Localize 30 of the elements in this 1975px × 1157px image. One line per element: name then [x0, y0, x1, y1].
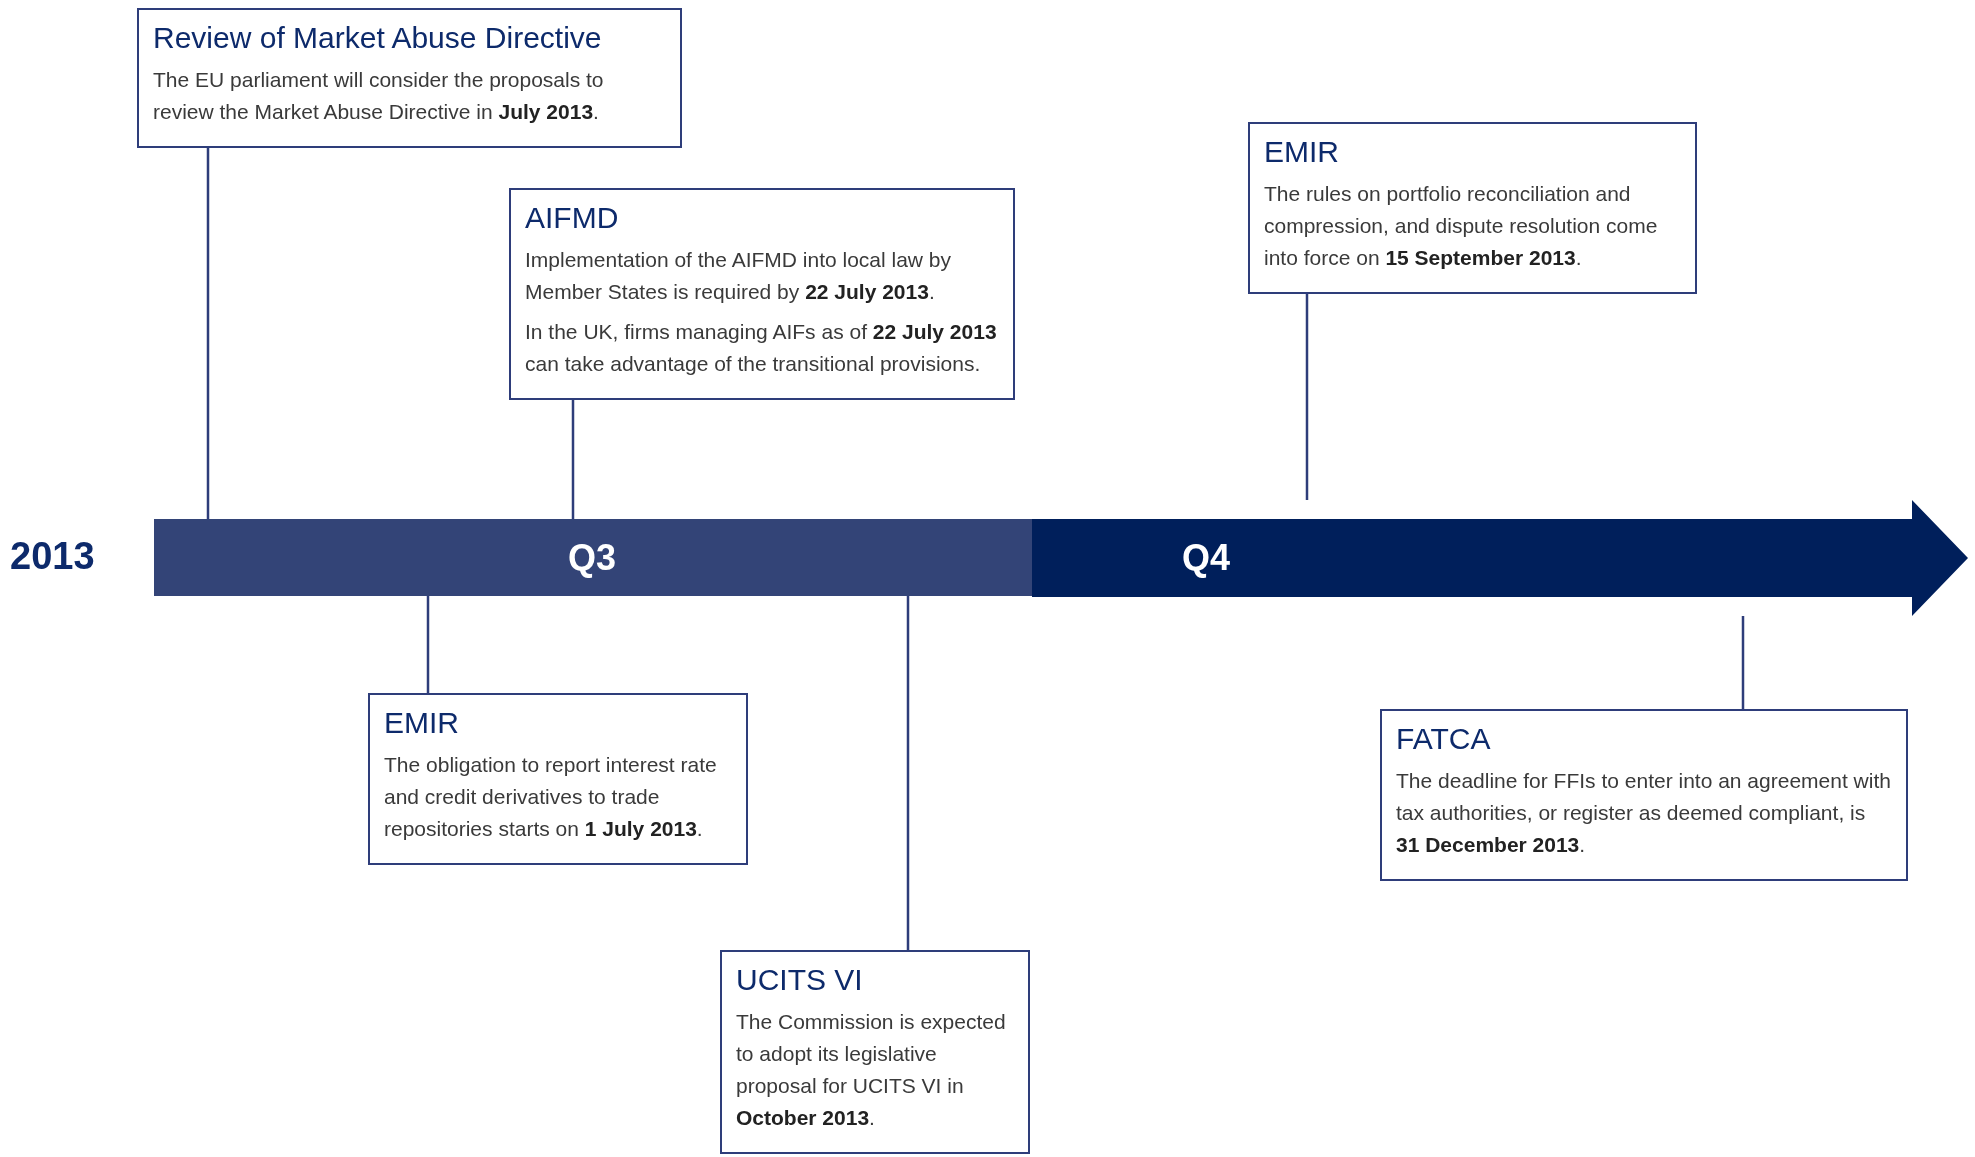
year-label: 2013	[10, 535, 95, 578]
card-text: The Commission is expected to adopt its legislative proposal for UCITS VI in October 2013.	[736, 1009, 1007, 1131]
leader-line	[206, 148, 210, 519]
card-text: The EU parliament will consider the proposals to review the Market Abuse Directive in July 2013.	[153, 67, 605, 125]
event-card	[1248, 122, 1697, 294]
card-heading: AIFMD	[525, 200, 620, 236]
leader-line	[1741, 616, 1745, 709]
card-heading: EMIR	[384, 705, 460, 741]
quarter-label: Q3	[568, 535, 617, 580]
event-card	[720, 950, 1030, 1154]
card-heading: Review of Market Abuse Directive	[153, 20, 603, 56]
timeline-band	[154, 519, 1032, 596]
event-card	[509, 188, 1015, 400]
leader-line	[906, 596, 910, 950]
leader-line	[426, 596, 430, 693]
card-heading: FATCA	[1396, 721, 1492, 757]
event-card	[368, 693, 748, 865]
card-text: Implementation of the AIFMD into local law by Member States is required by 22 July 2013.	[525, 247, 953, 305]
card-text: The deadline for FFIs to enter into an agreement with tax authorities, or register as deemed compliant, is 31 December 2013.	[1396, 768, 1892, 858]
card-heading: UCITS VI	[736, 962, 864, 998]
card-text: The obligation to report interest rate and credit derivatives to trade repositories starts on 1 July 2013.	[384, 752, 718, 842]
card-heading: EMIR	[1264, 134, 1340, 170]
event-card	[137, 8, 682, 148]
card-text: The rules on portfolio reconciliation and compression, and dispute resolution come into force on 15 September 2013.	[1264, 181, 1659, 271]
leader-line	[571, 400, 575, 519]
leader-line	[1305, 294, 1309, 500]
timeline-arrow	[1032, 500, 1968, 616]
card-text: In the UK, firms managing AIFs as of 22 July 2013 can take advantage of the transitional provisions.	[525, 319, 998, 377]
event-card	[1380, 709, 1908, 881]
quarter-label: Q4	[1182, 536, 1231, 580]
